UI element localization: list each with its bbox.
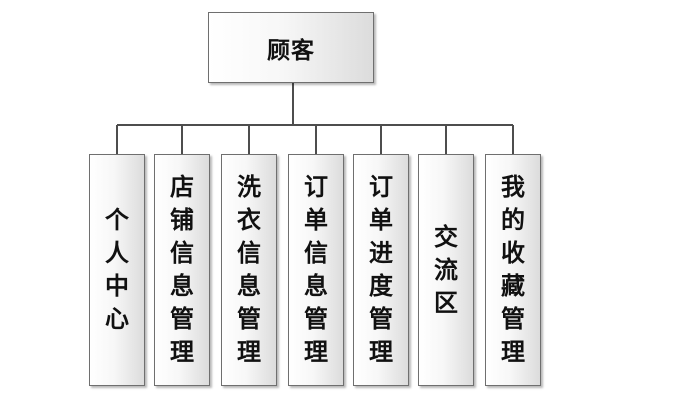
child-node-label: 洗衣信息管理 [237,173,261,366]
child-node-label: 订单信息管理 [304,173,328,366]
child-node-7: 我的收藏管理 [485,154,541,386]
root-node-label: 顾客 [267,37,315,64]
child-node-label: 交流区 [434,222,458,317]
child-node-label: 个人中心 [105,206,129,333]
child-node-2: 店铺信息管理 [154,154,210,386]
child-node-label: 我的收藏管理 [501,173,525,366]
child-node-6: 交流区 [418,154,474,386]
child-node-5: 订单进度管理 [353,154,409,386]
child-node-3: 洗衣信息管理 [221,154,277,386]
root-node-box: 顾客 [208,12,374,83]
child-node-label: 订单进度管理 [369,173,393,366]
child-node-1: 个人中心 [89,154,145,386]
child-node-label: 店铺信息管理 [170,173,194,366]
child-node-4: 订单信息管理 [288,154,344,386]
